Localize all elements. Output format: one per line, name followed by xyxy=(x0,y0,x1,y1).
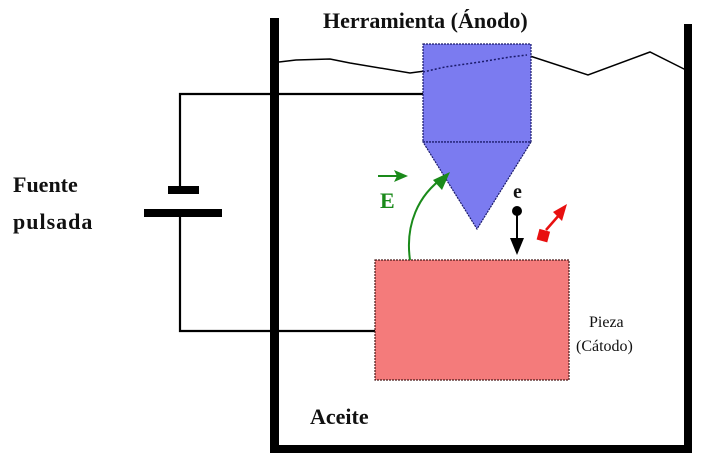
tank-left-wall xyxy=(270,18,279,453)
oil-label: Aceite xyxy=(310,404,369,429)
tool-tip xyxy=(421,141,533,231)
source-label-line1: Fuente xyxy=(13,172,78,197)
workpiece-label-line2: (Cátodo) xyxy=(576,338,633,355)
pulsed-source-symbol xyxy=(144,186,222,217)
tank-bottom-wall xyxy=(270,445,692,453)
tool-anode xyxy=(421,43,533,231)
tool-oil-line xyxy=(422,54,528,73)
source-label-line2: pulsada xyxy=(13,209,93,234)
electron-icon xyxy=(510,206,524,255)
workpiece-cathode xyxy=(374,259,570,381)
tool-title: Herramienta (Ánodo) xyxy=(323,8,528,33)
battery-short-plate xyxy=(168,186,199,194)
circuit-wires xyxy=(178,92,423,333)
electric-field-vector-icon xyxy=(378,170,408,182)
battery-long-plate xyxy=(144,209,222,217)
tool-body xyxy=(422,43,532,143)
tank-right-wall xyxy=(684,24,692,453)
wire-to-cathode xyxy=(178,213,375,333)
electron-label: e xyxy=(513,181,522,203)
field-curve-arrowhead xyxy=(433,172,450,190)
workpiece-label-line1: Pieza xyxy=(589,314,624,331)
ion-icon xyxy=(536,204,567,243)
oil-tank xyxy=(270,18,692,453)
field-curve-arrow xyxy=(408,176,445,261)
electric-field-label: E xyxy=(380,188,395,213)
wire-to-anode xyxy=(178,92,423,190)
